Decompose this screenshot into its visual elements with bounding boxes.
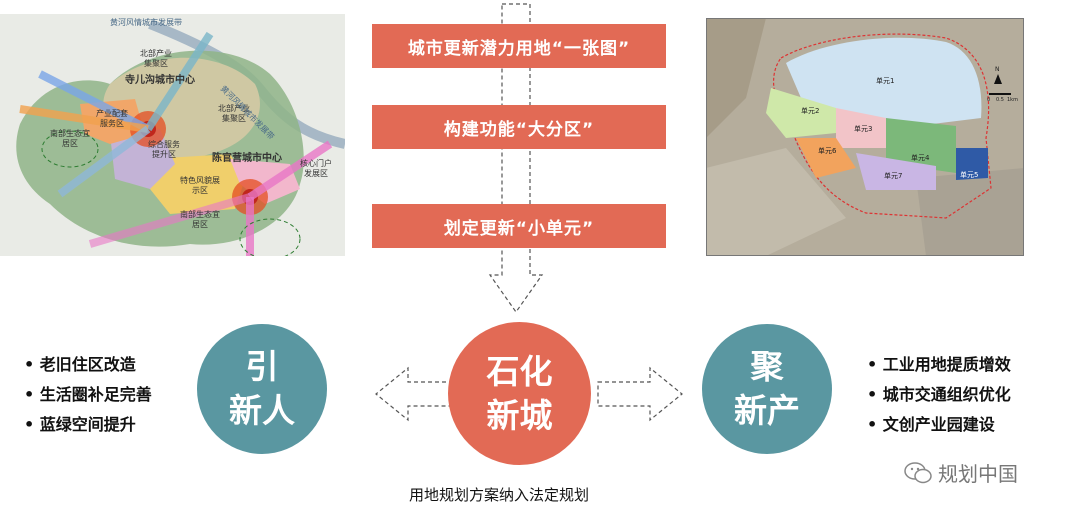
label-featured-style: 特色风貌展 示区: [180, 176, 220, 195]
label-industry-service: 产业配套 服务区: [96, 109, 128, 128]
left-zoning-map: 北部产业 集聚区 寺儿沟城市中心 产业配套 服务区 综合服务 提升区 北部产业 …: [0, 14, 345, 256]
unit-label-4: 单元4: [911, 154, 930, 162]
label-core-gateway: 核心门户 发展区: [300, 159, 332, 178]
label-river-belt-top: 黄河风情城市发展带: [110, 18, 182, 27]
scale-label-2: 1km: [1007, 97, 1018, 103]
unit-label-2: 单元2: [801, 107, 820, 115]
label-chenguanying-center: 陈官营城市中心: [212, 153, 282, 164]
bottom-caption: 用地规划方案纳入法定规划: [409, 486, 590, 504]
unit-label-3: 单元3: [854, 125, 873, 133]
wechat-icon: [904, 461, 932, 483]
step-box-2: 构建功能“大分区”: [372, 105, 666, 149]
label-south-eco-west: 南部生态宜 居区: [50, 129, 90, 148]
watermark: 规划中国: [904, 458, 1018, 487]
circle-petrochemical-city: 石化 新城: [448, 322, 591, 465]
north-arrow-label: N: [995, 66, 1000, 73]
left-bullet-list: • 老旧住区改造 • 生活圈补足完善 • 蓝绿空间提升: [24, 350, 152, 440]
right-map-graphic: [706, 18, 1024, 256]
unit-label-7: 单元7: [884, 172, 903, 180]
right-unit-map: 单元1 单元2 单元3 单元4 单元5 单元6 单元7 N 0 0.5 1km: [706, 18, 1024, 256]
circle-attract-people: 引 新人: [197, 324, 327, 454]
label-north-industry-2: 北部产业 集聚区: [218, 104, 250, 123]
right-map-frame: [706, 18, 1024, 256]
step-box-3: 划定更新“小单元”: [372, 204, 666, 248]
label-sierhou-center: 寺儿沟城市中心: [125, 75, 195, 86]
right-bullet-1: • 工业用地提质增效: [867, 355, 1011, 374]
left-bullet-1: • 老旧住区改造: [24, 355, 136, 374]
left-map-graphic: [16, 19, 345, 256]
watermark-text: 规划中国: [938, 462, 1018, 486]
right-bullet-list: • 工业用地提质增效 • 城市交通组织优化 • 文创产业园建设: [867, 350, 1011, 440]
label-comprehensive: 综合服务 提升区: [148, 140, 180, 159]
label-north-industry: 北部产业 集聚区: [140, 49, 172, 68]
unit-label-6: 单元6: [818, 147, 837, 155]
step-box-1: 城市更新潜力用地“一张图”: [372, 24, 666, 68]
left-bullet-2: • 生活圈补足完善: [24, 385, 152, 404]
scale-label-0: 0: [987, 97, 991, 103]
right-bullet-2: • 城市交通组织优化: [867, 385, 1011, 404]
right-bullet-3: • 文创产业园建设: [867, 415, 995, 434]
left-bullet-3: • 蓝绿空间提升: [24, 415, 136, 434]
label-south-eco-south: 南部生态宜 居区: [180, 210, 220, 229]
right-flow-arrow: [597, 366, 683, 422]
circle-gather-industry: 聚 新产: [702, 324, 832, 454]
unit-label-1: 单元1: [876, 77, 895, 85]
scale-label-1: 0.5: [996, 97, 1004, 103]
unit-label-5: 单元5: [960, 171, 979, 179]
